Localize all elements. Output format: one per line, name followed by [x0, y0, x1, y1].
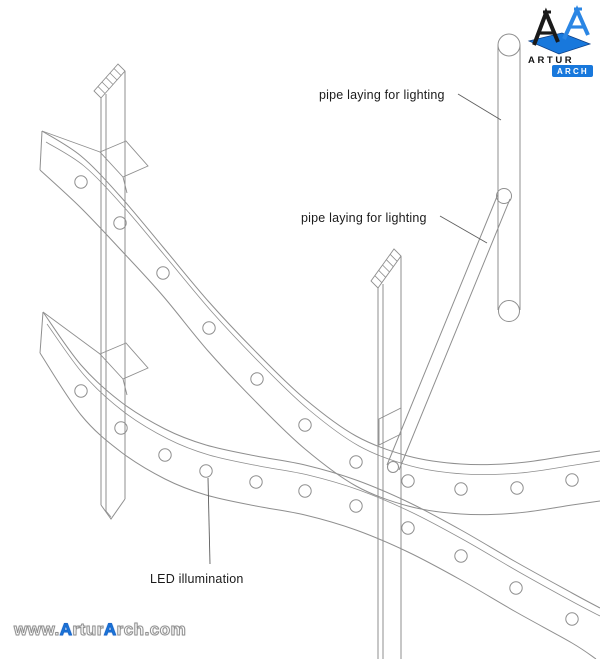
- band-upper: [39, 130, 600, 516]
- watermark-mid: rtur: [72, 620, 104, 640]
- post-center: [370, 248, 402, 659]
- watermark-a2: A: [103, 620, 117, 640]
- logo-text-artur: ARTUR: [528, 55, 575, 66]
- lighting-pipe-vertical: [497, 33, 521, 322]
- artur-arch-logo: ARTUR ARCH: [522, 4, 600, 77]
- logo-badge-arch: ARCH: [552, 65, 593, 77]
- band-lower: [39, 311, 600, 659]
- label-led-illumination: LED illumination: [150, 572, 244, 586]
- watermark-suffix: rch.com: [116, 620, 187, 640]
- leader-lines: [207, 93, 502, 565]
- label-pipe-laying-middle: pipe laying for lighting: [301, 211, 427, 225]
- watermark-prefix: www.: [14, 620, 60, 640]
- watermark-a1: A: [59, 620, 73, 640]
- lighting-pipe-diagonal: [386, 188, 512, 473]
- logo-cube-monogram-icon: [527, 5, 592, 55]
- post-left: [93, 63, 126, 520]
- label-pipe-laying-top: pipe laying for lighting: [319, 88, 445, 102]
- site-watermark: www.ArturArch.com: [14, 620, 187, 640]
